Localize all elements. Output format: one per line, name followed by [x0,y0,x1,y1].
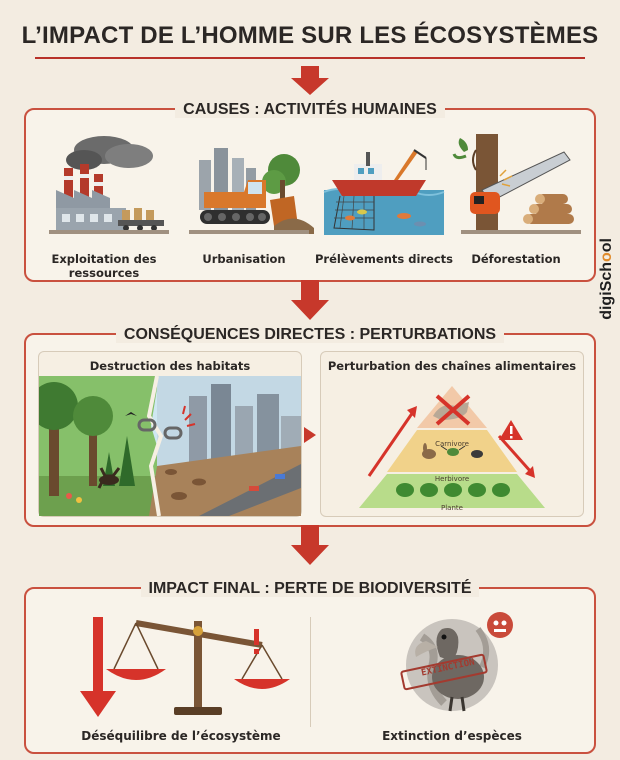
cause-deforestation: Déforestation [446,130,586,270]
impact-panel: IMPACT FINAL : PERTE DE BIODIVERSITÉ Dés… [24,580,596,754]
impact-divider [310,617,311,727]
consequences-heading: CONSÉQUENCES DIRECTES : PERTURBATIONS [115,326,505,343]
cause-label: Urbanisation [202,252,286,266]
extinction-dodo-icon [400,612,513,712]
title-underline [35,57,585,59]
causes-panel: CAUSES : ACTIVITÉS HUMAINES Expl [24,101,596,282]
chainsaw-icon [452,134,581,234]
impact-right-label: Extinction d’espèces [382,729,522,743]
page-title: L’IMPACT DE L’HOMME SUR LES ÉCOSYSTÈMES [21,22,599,49]
cause-prelevements: Prélèvements directs [314,130,454,270]
bulldozer-icon [189,148,314,234]
impact-left-label: Déséquilibre de l’écosystème [81,729,281,743]
level-plante: Plante [441,504,463,512]
cause-label: Déforestation [471,252,561,266]
forest-city-illustration [39,376,301,516]
consequences-panel: CONSÉQUENCES DIRECTES : PERTURBATIONS De… [24,326,596,527]
impact-heading: IMPACT FINAL : PERTE DE BIODIVERSITÉ [140,580,480,597]
factory-icon [49,136,169,234]
causes-heading: CAUSES : ACTIVITÉS HUMAINES [175,101,445,118]
food-pyramid-illustration [359,386,545,508]
food-chain-card: Perturbation des chaînes alimentaires [320,351,584,517]
down-arrow [291,66,329,95]
cause-urbanisation: Urbanisation [174,130,314,270]
food-chain-title: Perturbation des chaînes alimentaires [327,359,577,373]
balance-scale-icon [80,617,290,717]
fishing-boat-icon [323,149,445,235]
cause-exploitation: Exploitation des ressources [34,130,174,280]
habitat-title: Destruction des habitats [89,359,251,373]
down-arrow [291,280,329,320]
cause-label: Prélèvements directs [314,252,454,266]
down-arrow [291,525,329,565]
level-herbivore: Herbivore [434,475,470,483]
cause-label: Exploitation des ressources [51,252,157,280]
right-arrow [304,427,316,443]
level-carnivore: Carnivore [435,440,469,448]
brand-logo: digiSchool [598,238,615,320]
habitat-destruction-card: Destruction des habitats [38,351,302,517]
